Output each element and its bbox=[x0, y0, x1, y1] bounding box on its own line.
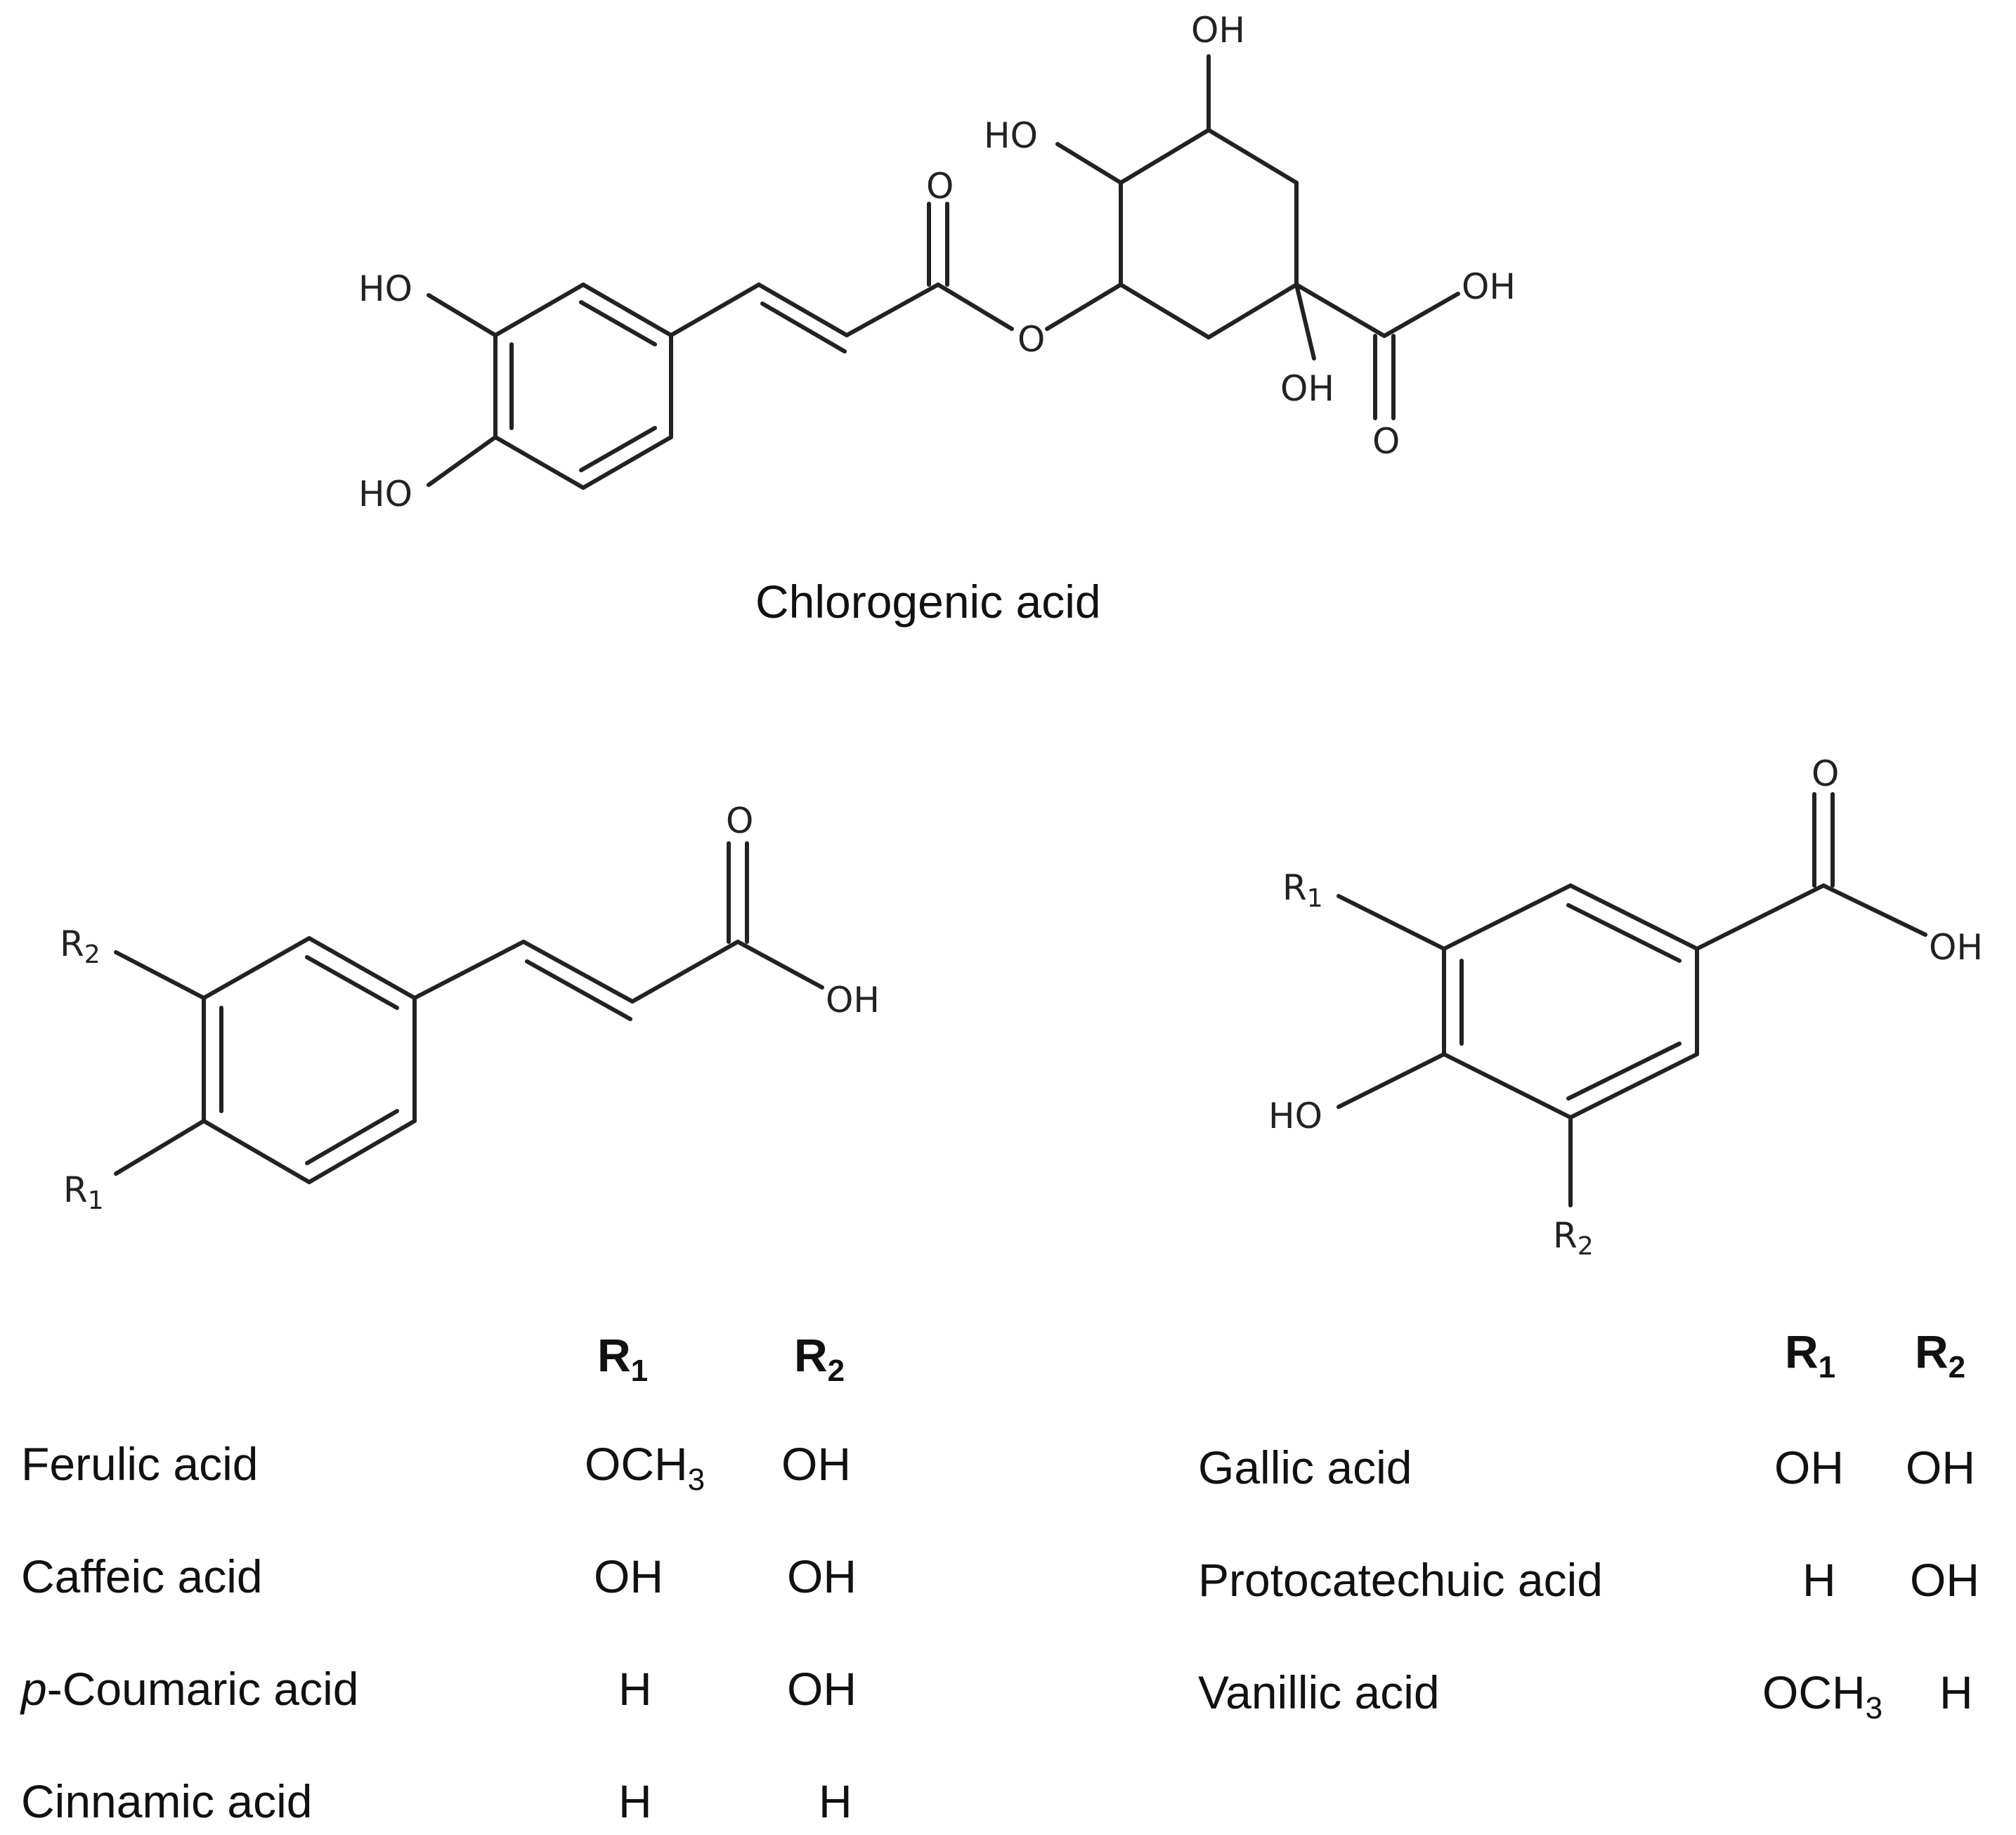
compound-name: Ferulic acid bbox=[21, 1438, 259, 1490]
bond bbox=[1119, 128, 1211, 185]
bond bbox=[936, 283, 1014, 331]
atom-label: R2 bbox=[1553, 1215, 1594, 1261]
bond-inner bbox=[305, 1109, 399, 1165]
atom-label: R1 bbox=[1282, 867, 1323, 913]
bond bbox=[1337, 894, 1446, 951]
r2-value: H bbox=[1939, 1666, 1973, 1718]
r2-value: OH bbox=[787, 1550, 857, 1602]
hydroxybenzoic-scaffold: R1 HO R2 O OH bbox=[1268, 753, 1983, 1261]
bond bbox=[493, 283, 585, 337]
atom-label: OH bbox=[1929, 927, 1983, 968]
bond bbox=[669, 283, 761, 337]
right-head-r1: R1 bbox=[1785, 1325, 1836, 1385]
bond bbox=[1294, 283, 1316, 361]
bond bbox=[114, 1119, 206, 1176]
r1-value: H bbox=[1802, 1554, 1836, 1606]
left-head-r2: R2 bbox=[794, 1329, 845, 1388]
atom-label: R1 bbox=[63, 1169, 104, 1215]
atom-label: O bbox=[1372, 421, 1400, 462]
r2-value: H bbox=[819, 1775, 852, 1827]
atom-label: OH bbox=[826, 980, 880, 1020]
bond bbox=[757, 283, 849, 337]
bond bbox=[736, 940, 824, 990]
compound-name: Gallic acid bbox=[1198, 1441, 1412, 1493]
bond bbox=[845, 283, 940, 337]
r1-value: OH bbox=[594, 1550, 663, 1602]
r1-value: H bbox=[618, 1775, 652, 1827]
bond bbox=[1207, 283, 1299, 339]
bond bbox=[202, 936, 311, 1000]
bond-inner bbox=[579, 300, 657, 346]
bond bbox=[1119, 283, 1211, 339]
atom-label: HO bbox=[358, 268, 412, 309]
r1-value: H bbox=[618, 1663, 652, 1715]
atom-label: HO bbox=[984, 115, 1038, 156]
bond bbox=[581, 435, 673, 490]
r2-value: OH bbox=[1906, 1441, 1975, 1493]
bond bbox=[1568, 883, 1699, 951]
compound-name: Vanillic acid bbox=[1198, 1666, 1440, 1718]
right-head-r2: R2 bbox=[1915, 1325, 1966, 1385]
bond bbox=[1442, 883, 1573, 951]
atom-label: OH bbox=[1280, 368, 1334, 409]
bond bbox=[1337, 1052, 1446, 1109]
chlorogenic-caption: Chlorogenic acid bbox=[755, 576, 1101, 628]
bond bbox=[1695, 883, 1826, 951]
bond bbox=[1294, 283, 1386, 338]
bond-inner bbox=[305, 955, 399, 1010]
bond bbox=[1568, 1052, 1699, 1120]
atom-label: OH bbox=[1462, 266, 1516, 307]
atom-label: OH bbox=[1191, 10, 1245, 51]
bond bbox=[412, 940, 526, 1000]
atom-label: R2 bbox=[60, 923, 100, 969]
bond bbox=[307, 936, 417, 1000]
bond bbox=[202, 1119, 311, 1184]
bond bbox=[114, 950, 206, 1000]
bond bbox=[521, 940, 635, 1004]
bond bbox=[307, 1119, 417, 1184]
atom-label: O bbox=[726, 800, 753, 841]
bond-inner bbox=[1566, 1042, 1682, 1101]
compound-name: Protocatechuic acid bbox=[1198, 1554, 1603, 1606]
bond bbox=[493, 435, 585, 490]
bond-double bbox=[760, 301, 847, 354]
r2-value: OH bbox=[1910, 1554, 1979, 1606]
hydroxycinnamic-scaffold: R2 R1 O OH bbox=[60, 800, 880, 1215]
left-head-r1: R1 bbox=[597, 1329, 649, 1388]
bond-double bbox=[525, 959, 632, 1021]
chlorogenic-acid-structure: HO HO O O OH HO OH OH O bbox=[358, 10, 1516, 514]
atom-label: O bbox=[1812, 753, 1839, 794]
compound-name: Cinnamic acid bbox=[21, 1775, 313, 1827]
bond bbox=[1055, 142, 1123, 185]
bond bbox=[1442, 1052, 1573, 1120]
bond bbox=[1045, 283, 1123, 331]
atom-label: O bbox=[1017, 319, 1045, 360]
bond bbox=[1207, 128, 1299, 185]
atom-label: HO bbox=[1268, 1096, 1322, 1136]
atom-label: HO bbox=[358, 474, 412, 514]
bond bbox=[630, 940, 740, 1004]
bond bbox=[1821, 883, 1927, 937]
bond-inner bbox=[1566, 903, 1682, 963]
compound-name: Caffeic acid bbox=[21, 1550, 263, 1602]
r1-value: OCH3 bbox=[585, 1438, 705, 1497]
atom-label: O bbox=[926, 166, 954, 207]
r2-value: OH bbox=[787, 1663, 857, 1715]
bond bbox=[427, 293, 498, 337]
bond bbox=[427, 435, 498, 487]
bond bbox=[581, 283, 673, 337]
r2-value: OH bbox=[781, 1438, 851, 1490]
bond-inner bbox=[579, 426, 657, 472]
bond bbox=[1382, 292, 1460, 338]
r1-value: OCH3 bbox=[1762, 1666, 1883, 1725]
r1-value: OH bbox=[1774, 1441, 1844, 1493]
compound-name: p-Coumaric acid bbox=[21, 1663, 359, 1715]
